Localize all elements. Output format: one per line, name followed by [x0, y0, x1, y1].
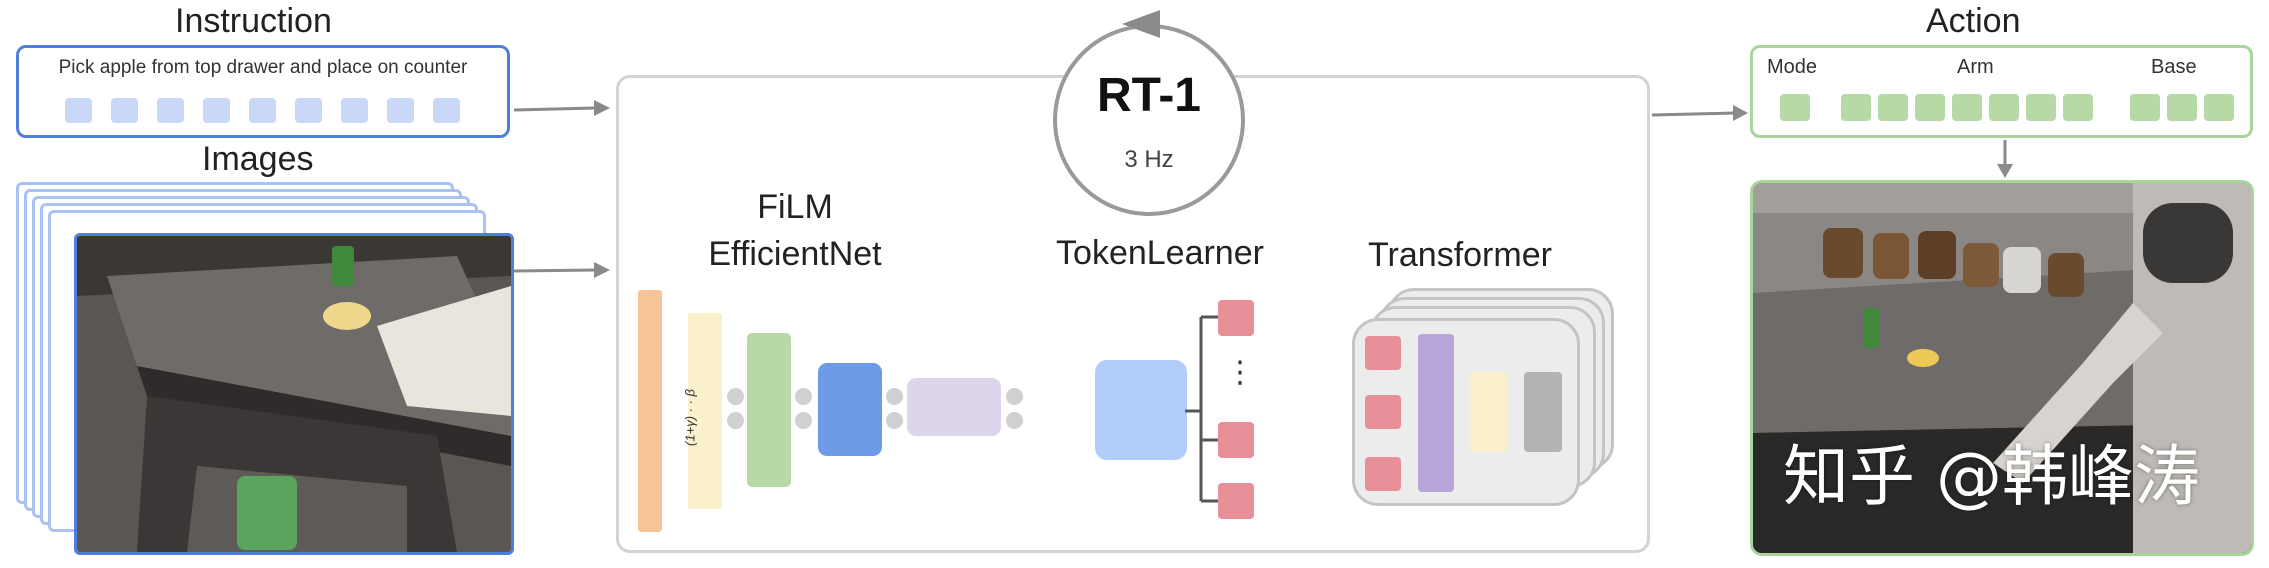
- action-token-base: [2167, 94, 2197, 121]
- connector-dot: [886, 388, 903, 405]
- images-title: Images: [202, 140, 314, 178]
- action-group-label-arm: Arm: [1957, 56, 1994, 78]
- action-token-arm: [2026, 94, 2056, 121]
- sponge-icon: [1907, 349, 1939, 367]
- instruction-token: [387, 98, 414, 123]
- jar-icon: [2003, 247, 2041, 293]
- transformer-ffn-block: [1469, 372, 1507, 452]
- instruction-token: [203, 98, 230, 123]
- chip-bag-icon: [237, 476, 297, 550]
- action-group-label-mode: Mode: [1767, 56, 1818, 78]
- connector-dot: [1006, 412, 1023, 429]
- instruction-token: [341, 98, 368, 123]
- action-box: Mode Arm Base: [1750, 45, 2253, 138]
- jar-icon: [1918, 231, 1956, 279]
- rt1-circle: [1053, 24, 1245, 216]
- action-token-arm: [1878, 94, 1908, 121]
- connector-dot: [727, 388, 744, 405]
- jar-icon: [1873, 233, 1909, 279]
- action-token-arm: [2063, 94, 2093, 121]
- connector-dot: [1006, 388, 1023, 405]
- tokenlearner-block: [1095, 360, 1187, 460]
- instruction-token: [111, 98, 138, 123]
- jar-icon: [1823, 228, 1863, 278]
- camera-image-drawing: [77, 236, 511, 552]
- connector-dot: [795, 412, 812, 429]
- film-green-block: [747, 333, 791, 487]
- tokenlearner-label: TokenLearner: [1056, 234, 1264, 272]
- instruction-token: [249, 98, 276, 123]
- rt1-name: RT-1: [1096, 69, 1201, 122]
- film-blue-block: [818, 363, 882, 456]
- tokenlearner-bracket: [1185, 315, 1219, 503]
- learned-token: [1218, 300, 1254, 336]
- action-token-arm: [1952, 94, 1982, 121]
- tokenlearner-ellipsis: ⋮: [1225, 356, 1255, 389]
- action-token-mode: [1780, 94, 1810, 121]
- robot-photo-drawing: [1753, 183, 2251, 553]
- action-token-arm: [1989, 94, 2019, 121]
- instruction-text: Pick apple from top drawer and place on …: [58, 57, 468, 78]
- instruction-box: Pick apple from top drawer and place on …: [16, 45, 510, 138]
- film-conditioning-bar: [688, 313, 722, 509]
- transformer-token: [1365, 336, 1401, 370]
- instruction-title: Instruction: [175, 2, 332, 40]
- jar-icon: [2048, 253, 2084, 297]
- input-arrows: [513, 100, 610, 278]
- connector-dot: [727, 412, 744, 429]
- learned-token: [1218, 483, 1254, 519]
- instruction-token: [433, 98, 460, 123]
- down-arrow: [1997, 140, 2013, 178]
- film-label-line2: EfficientNet: [708, 235, 882, 273]
- action-token-base: [2130, 94, 2160, 121]
- jar-icon: [1963, 243, 1999, 287]
- transformer-output-block: [1524, 372, 1562, 452]
- sponge-icon: [323, 302, 371, 330]
- film-formula: (1+γ) · · β: [682, 389, 698, 446]
- output-arrow: [1651, 105, 1748, 121]
- action-token-arm: [1915, 94, 1945, 121]
- action-token-base: [2204, 94, 2234, 121]
- camera-image: [74, 233, 514, 555]
- transformer-token: [1365, 457, 1401, 491]
- transformer-label: Transformer: [1368, 236, 1552, 274]
- watermark-text: 知乎 @韩峰涛: [1783, 438, 2200, 515]
- instruction-token: [157, 98, 184, 123]
- robot-photo: 知乎 @韩峰涛: [1750, 180, 2254, 556]
- action-token-arm: [1841, 94, 1871, 121]
- film-input-bar: [638, 290, 662, 532]
- learned-token: [1218, 422, 1254, 458]
- connector-dot: [886, 412, 903, 429]
- can-icon: [332, 246, 354, 286]
- action-group-label-base: Base: [2151, 56, 2197, 78]
- transformer-token: [1365, 395, 1401, 429]
- instruction-token: [65, 98, 92, 123]
- action-title: Action: [1926, 2, 2021, 40]
- robot-arm-icon: [1993, 303, 2163, 483]
- instruction-token: [295, 98, 322, 123]
- robot-arm-icon: [377, 286, 511, 416]
- rt1-rate: 3 Hz: [1124, 146, 1174, 173]
- connector-dot: [795, 388, 812, 405]
- can-icon: [1863, 308, 1879, 348]
- film-lavender-block: [907, 378, 1001, 436]
- transformer-attention-block: [1418, 334, 1454, 492]
- loop-arrow-icon: [1122, 10, 1160, 38]
- film-label-line1: FiLM: [757, 188, 833, 226]
- robot-head-icon: [2143, 203, 2233, 283]
